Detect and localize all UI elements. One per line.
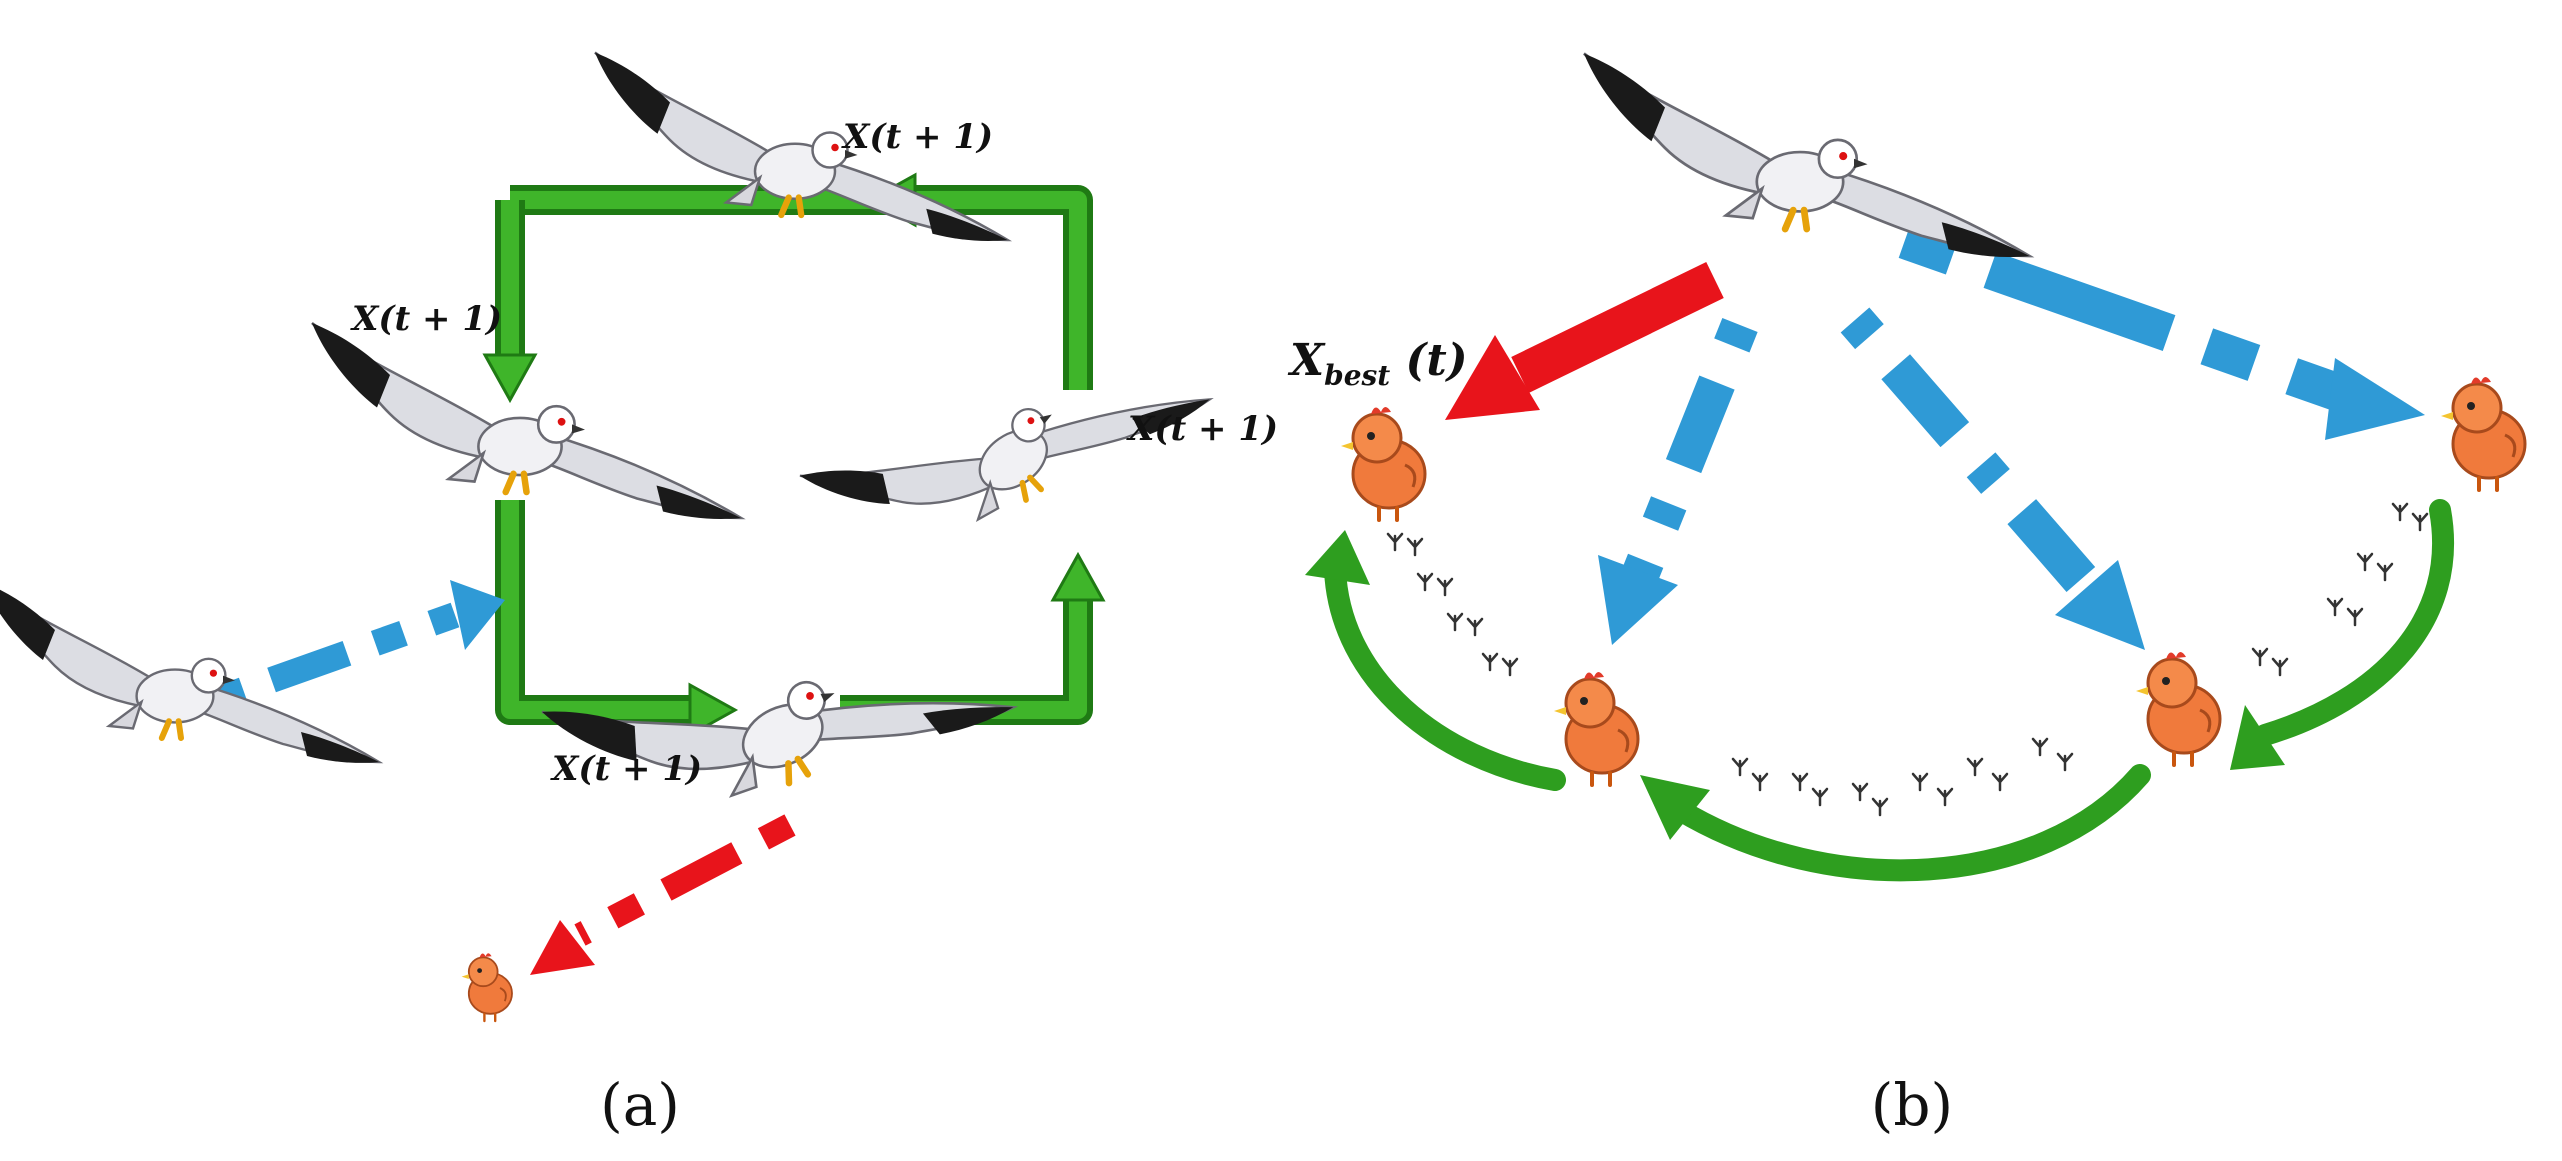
- attack-arrow-best: [1445, 262, 1724, 420]
- label-top: X(t + 1): [841, 117, 993, 157]
- loop-arrowhead-right: [688, 682, 739, 738]
- approach-arrows: [1598, 222, 2425, 650]
- chick-icon: [2439, 375, 2527, 492]
- chick-icon: [1339, 405, 1427, 522]
- panel-a: X(t + 1) X(t + 1) X(t + 1) X(t + 1) (a): [0, 53, 1278, 1139]
- label-right: X(t + 1): [1126, 409, 1278, 449]
- label-left: X(t + 1): [350, 299, 502, 339]
- chick-icon: [460, 952, 514, 1023]
- label-bottom: X(t + 1): [550, 749, 702, 789]
- kite-bird-icon: [1584, 53, 2030, 257]
- pursuit-arrows: [1305, 499, 2455, 882]
- attack-arrow: [530, 814, 796, 975]
- chick-icon: [2134, 650, 2222, 767]
- loop-arrowhead-down: [482, 353, 538, 404]
- kite-bird-icon: [312, 323, 741, 519]
- approach-arrow: [210, 580, 505, 713]
- caption-b: (b): [1871, 1071, 1953, 1139]
- caption-a: (a): [600, 1071, 680, 1139]
- label-best: Xbest (t): [1287, 335, 1468, 392]
- panel-b: Xbest (t) (b): [1287, 53, 2527, 1139]
- chick-icon: [1552, 670, 1640, 787]
- loop-arrowhead-up: [1050, 551, 1106, 602]
